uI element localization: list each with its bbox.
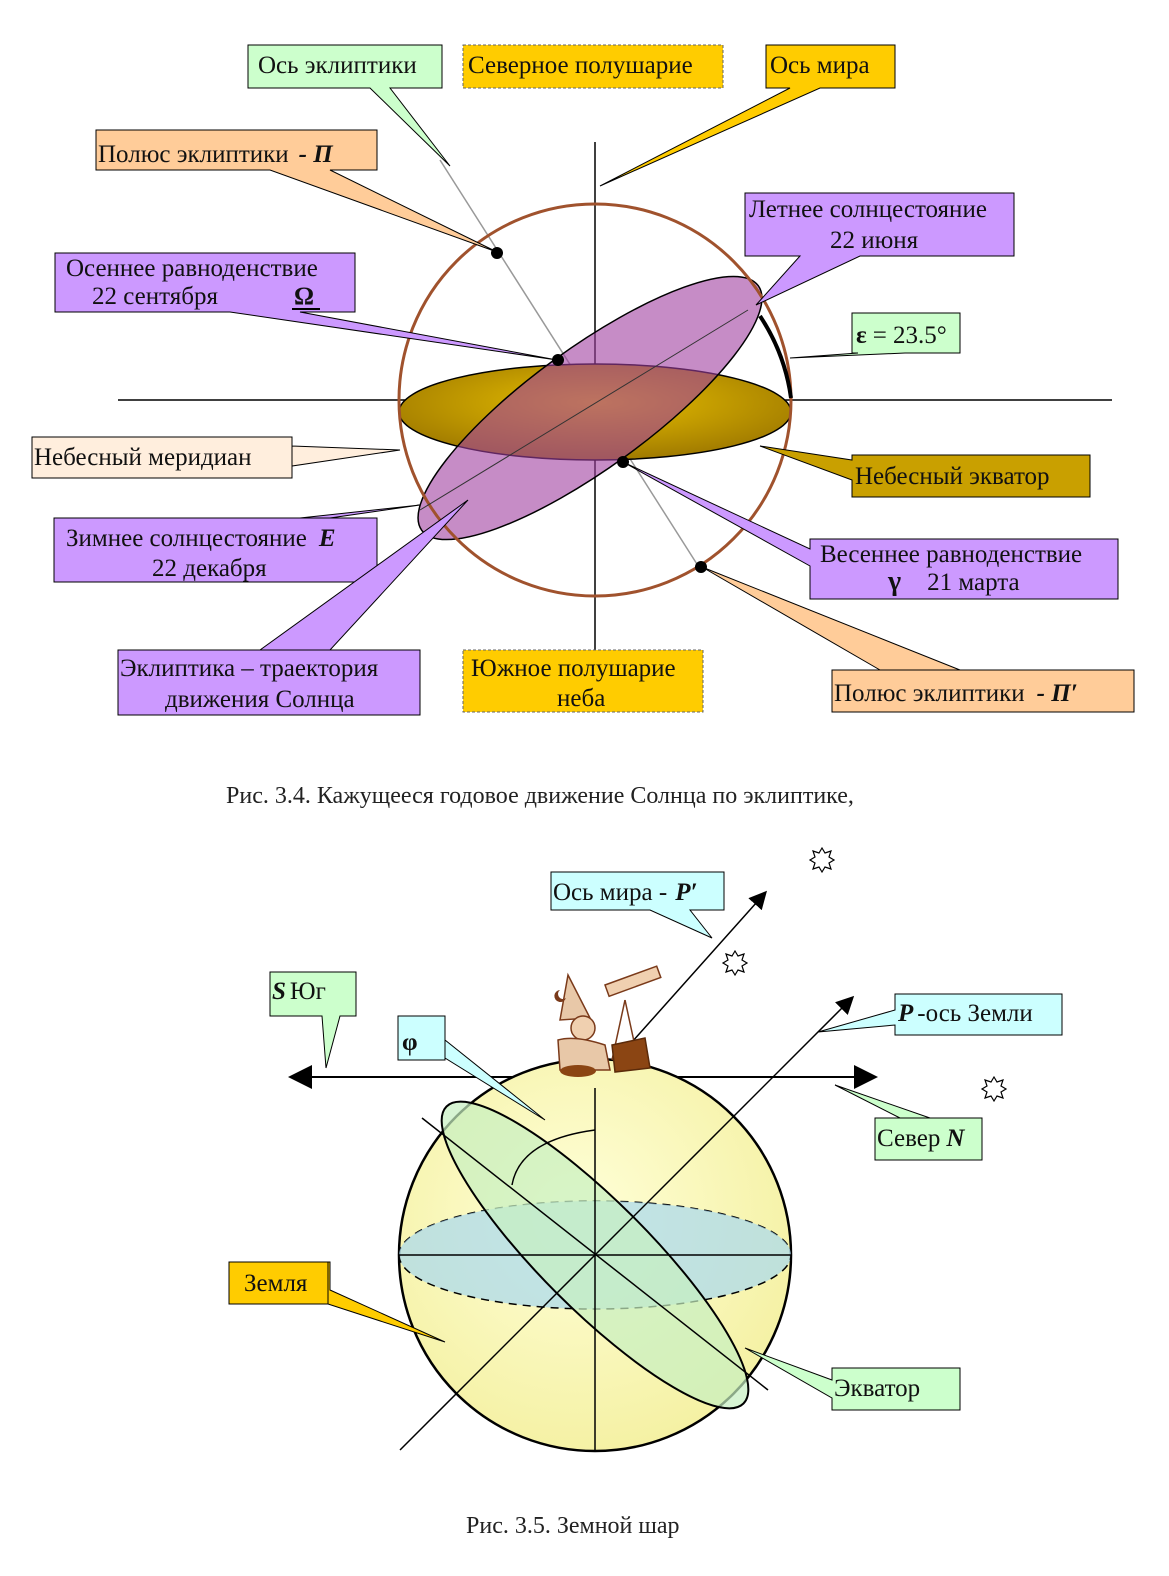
celestial-meridian-callout: [31, 436, 401, 479]
phi-label: φ: [402, 1029, 418, 1056]
winter-solstice-text: Зимнее солнцестояние: [66, 525, 307, 552]
south-callout: [269, 971, 357, 1069]
ecliptic-callout: [117, 499, 469, 716]
astronomer-hat: [559, 972, 592, 1021]
star-icon: [808, 846, 836, 874]
north-text: Север: [877, 1125, 940, 1152]
star-box: [611, 1037, 651, 1073]
winter-solstice-date: 22 декабря: [152, 555, 267, 582]
earth-axis-text: -ось Земли: [917, 1000, 1033, 1027]
autumn-equinox-label-2: 22 сентября: [92, 283, 218, 310]
figure2-caption: Рис. 3.5. Земной шар: [466, 1513, 680, 1539]
earth-axis-label: P-ось Земли: [897, 1000, 1033, 1027]
earth-label: Земля: [244, 1270, 308, 1297]
epsilon-label: ε= 23.5°: [856, 322, 947, 349]
telescope-icon: [604, 965, 662, 998]
ecliptic-pole-symbol: - П: [299, 141, 335, 168]
south-symbol: S: [272, 978, 286, 1005]
epsilon-symbol: ε: [856, 322, 867, 349]
north-hemisphere-box: [462, 44, 724, 89]
figure1-caption: Рис. 3.4. Кажущееся годовое движение Сол…: [226, 783, 854, 809]
world-axis-label: Ось мира: [770, 52, 870, 79]
ecliptic-pole2-point: [695, 561, 707, 573]
winter-solstice-label: Зимнее солнцестояние E: [66, 525, 336, 552]
epsilon-arc: [758, 314, 793, 399]
south-hemisphere-label-2: неба: [557, 685, 605, 712]
winter-solstice-symbol: E: [318, 525, 336, 552]
ecliptic-pole-label: Полюс эклиптики - П: [98, 141, 334, 168]
celestial-equator-label: Небесный экватор: [855, 463, 1050, 490]
star-icon: [721, 949, 749, 977]
earth-axis-callout: [817, 993, 1063, 1036]
autumn-equinox-label-1: Осеннее равноденствие: [66, 255, 318, 282]
astronomer-head: [570, 1015, 596, 1041]
summer-solstice-label-1: Летнее солнцестояние: [749, 196, 987, 223]
astronomer-illustration: [554, 965, 662, 1077]
earth-axis: [399, 995, 855, 1451]
earth-label-box: [228, 1261, 329, 1305]
ecliptic-axis-label: Ось эклиптики: [258, 52, 417, 79]
celestial-meridian-label: Небесный меридиан: [34, 444, 252, 471]
south-text: Юг: [290, 978, 326, 1005]
figure-celestial-sphere: Ось эклиптики Северное полушарие Ось мир…: [31, 44, 1135, 716]
ecliptic-pole-point: [491, 247, 503, 259]
north-symbol: N: [945, 1125, 965, 1152]
ecliptic-pole-name: Полюс эклиптики: [98, 141, 289, 168]
world-axis2-label: Ось мира - P′: [553, 879, 698, 906]
world-axis2-symbol: P′: [674, 879, 697, 906]
equator-label: Экватор: [834, 1375, 920, 1402]
vernal-equinox-symbol: γ: [887, 566, 901, 597]
vernal-equinox-callout: [622, 461, 1119, 600]
phi-arc: [511, 1129, 596, 1186]
epsilon-callout: [789, 312, 961, 359]
world-axis2-callout: [550, 871, 725, 939]
ecliptic-pole2-name: Полюс эклиптики: [834, 680, 1025, 707]
astronomer-body: [557, 1037, 611, 1071]
ecliptic-label-2: движения Солнца: [165, 686, 355, 713]
vernal-equinox-label-1: Весеннее равноденствие: [820, 541, 1082, 568]
world-axis-callout: [599, 44, 896, 187]
astronomer-base: [560, 1065, 596, 1077]
epsilon-value: = 23.5°: [873, 322, 947, 349]
celestial-equator-callout: [759, 445, 1091, 498]
ecliptic-axis-callout: [247, 44, 451, 167]
ecliptic-pole2-label: Полюс эклиптики - П′: [834, 680, 1078, 707]
star-icon: [980, 1075, 1008, 1103]
north-hemisphere-label: Северное полушарие: [468, 52, 693, 79]
equator-callout: [744, 1347, 961, 1411]
vernal-equinox-label-2: γ 21 марта: [887, 566, 1020, 597]
summer-solstice-callout: [744, 192, 1015, 306]
south-hemisphere-label-1: Южное полушарие: [471, 655, 676, 682]
autumn-equinox-callout: [54, 252, 558, 361]
summer-solstice-label-2: 22 июня: [830, 227, 919, 254]
celestial-sphere-outline: [397, 202, 793, 598]
ecliptic-label-1: Эклиптика – траектория: [120, 655, 379, 682]
autumn-equinox-symbol: Ω: [294, 283, 314, 310]
north-callout: [834, 1084, 983, 1161]
ecliptic-pole2-callout: [701, 566, 1135, 713]
autumn-equinox-point: [552, 354, 564, 366]
ecliptic-pole2-symbol: - П′: [1037, 680, 1078, 707]
ecliptic-pole-callout: [95, 129, 498, 253]
vernal-equinox-date: 21 марта: [927, 569, 1020, 596]
ecliptic-diameter: [419, 309, 749, 511]
phi-callout: [397, 1015, 546, 1121]
world-axis2-text: Ось мира -: [553, 879, 667, 906]
moon-icon: [554, 990, 566, 1002]
earth-axis-symbol: P: [897, 1000, 914, 1027]
south-hemisphere-box: [462, 649, 704, 713]
world-axis-arrow: [631, 890, 767, 1043]
